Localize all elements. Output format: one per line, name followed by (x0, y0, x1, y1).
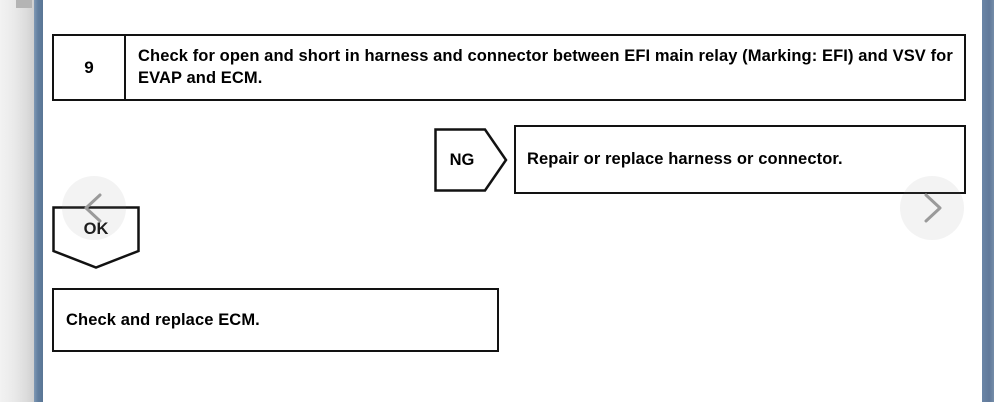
ok-arrow-shape (51, 205, 141, 270)
ng-arrow-shape (433, 127, 509, 193)
step-number-cell: 9 (54, 36, 126, 99)
left-gutter (0, 0, 34, 402)
step-description: Check for open and short in harness and … (138, 46, 953, 87)
flowchart-step-box: 9 Check for open and short in harness an… (52, 34, 966, 101)
ok-branch-label: OK (83, 219, 109, 238)
left-rail (34, 0, 43, 402)
ng-branch-label: NG (449, 150, 475, 169)
ok-result-text: Check and replace ECM. (66, 310, 260, 329)
right-rail-scrollbar[interactable] (982, 0, 994, 402)
gutter-tab-marker (16, 0, 32, 8)
ng-result-text: Repair or replace harness or connector. (527, 150, 843, 168)
next-page-button[interactable] (900, 176, 964, 240)
chevron-left-icon (79, 191, 109, 225)
ng-result-box: Repair or replace harness or connector. (514, 125, 966, 194)
ok-result-box: Check and replace ECM. (52, 288, 499, 352)
prev-page-button[interactable] (62, 176, 126, 240)
chevron-right-icon (917, 191, 947, 225)
document-page: 9 Check for open and short in harness an… (43, 0, 982, 402)
